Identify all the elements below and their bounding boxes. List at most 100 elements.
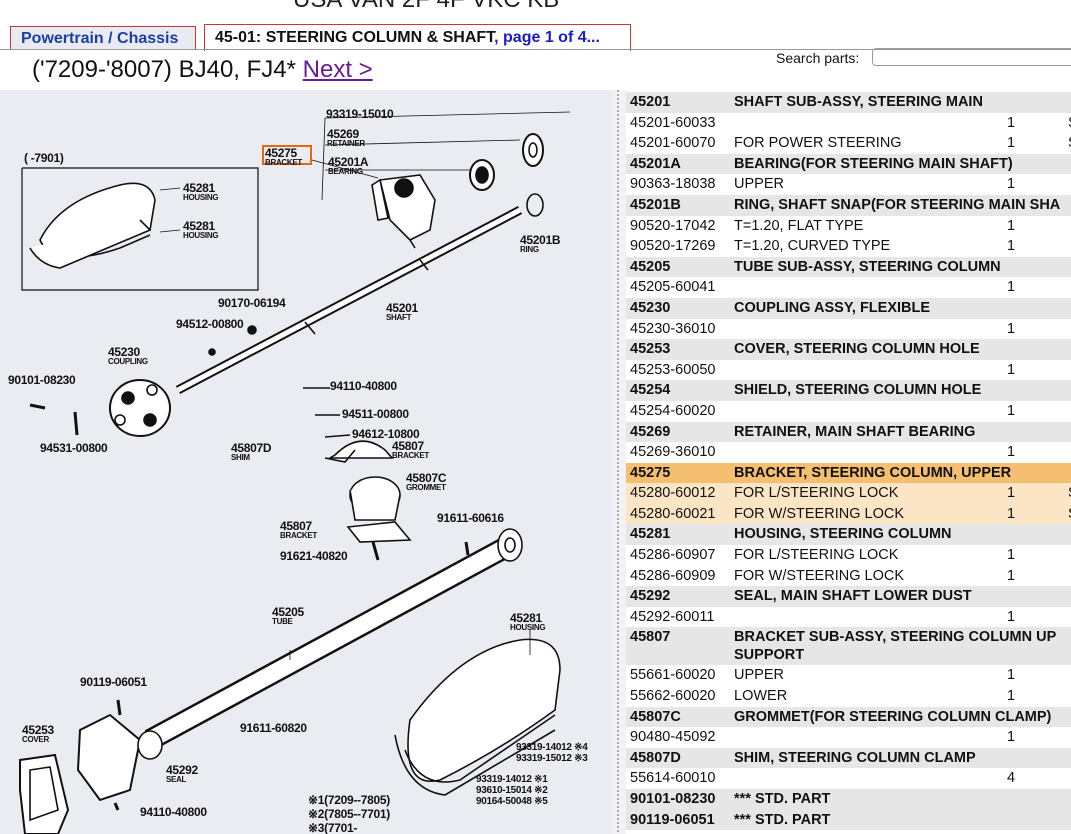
- label-name: BRACKET: [265, 158, 303, 167]
- diagram-label[interactable]: 90101-08230: [8, 374, 76, 386]
- label-number: 45281: [510, 611, 542, 625]
- part-number: 90119-06051: [630, 811, 715, 828]
- part-item-row[interactable]: 45201-600331S: [626, 112, 1071, 134]
- page-header-title: USA VAN 2F 4F VKC KB: [293, 0, 559, 14]
- tab-bar: Powertrain / Chassis 45-01: STEERING COL…: [0, 22, 1071, 66]
- diagram-label[interactable]: 94110-40800: [330, 380, 397, 392]
- tab-page-indicator[interactable]: , page 1 of 4...: [494, 29, 600, 46]
- highlight-box-45275: [262, 145, 312, 165]
- diagram-label[interactable]: 94531-00800: [40, 442, 108, 454]
- diagram-label[interactable]: 94511-00800: [342, 408, 409, 420]
- divider-grip: [617, 90, 619, 834]
- part-flag: S: [1068, 135, 1071, 151]
- pane-divider[interactable]: [612, 90, 626, 834]
- part-number: 45292: [630, 588, 671, 605]
- part-number: 45253: [630, 341, 671, 358]
- part-number: 45205-60041: [630, 279, 716, 296]
- diagram-label[interactable]: 93610-15014 ※2: [476, 785, 548, 797]
- diagram-label[interactable]: 94512-00800: [176, 318, 244, 330]
- part-group-row[interactable]: 90101-08230*** STD. PART: [626, 789, 1071, 810]
- tab-powertrain-chassis[interactable]: Powertrain / Chassis: [10, 26, 196, 50]
- part-group-row[interactable]: 90119-06051*** STD. PART: [626, 809, 1071, 831]
- part-quantity: 4: [1007, 770, 1016, 787]
- part-number: 55662-60020: [630, 688, 716, 705]
- part-number: 45286-60909: [630, 567, 716, 584]
- diagram-label[interactable]: 93319-14012 ※4: [516, 742, 588, 754]
- diagram-label[interactable]: 93319-15010: [326, 108, 394, 120]
- diagram-label[interactable]: 91611-60820: [240, 722, 307, 734]
- diagram-label[interactable]: 91611-60616: [437, 512, 504, 524]
- diagram-label[interactable]: 90170-06194: [218, 297, 286, 309]
- diagram-label[interactable]: 94612-10800: [352, 428, 420, 440]
- diagram-label[interactable]: 93319-15012 ※3: [516, 753, 588, 765]
- part-flag: S: [1068, 506, 1071, 522]
- diagram-label[interactable]: 94110-40800: [140, 806, 207, 818]
- footnote-text: ※1(7209--7805): [308, 793, 390, 807]
- label-number: 45201B: [520, 233, 561, 247]
- diagram-label[interactable]: 90119-06051: [80, 676, 147, 688]
- search-input[interactable]: [872, 48, 1071, 66]
- next-page-link[interactable]: Next >: [302, 56, 373, 83]
- part-description: BEARING(FOR STEERING MAIN SHAFT): [734, 155, 1013, 172]
- label-number: 45230: [108, 345, 140, 359]
- part-number: 45280-60021: [630, 505, 716, 522]
- diagram-label[interactable]: 93319-14012 ※1: [476, 774, 548, 786]
- part-description: LOWER: [734, 688, 788, 705]
- diagram-label[interactable]: 91621-40820: [280, 550, 348, 562]
- part-quantity: 1: [1007, 667, 1016, 684]
- tab-steering-column-shaft[interactable]: 45-01: STEERING COLUMN & SHAFT, page 1 o…: [204, 24, 631, 51]
- label-name: SHIM: [231, 453, 250, 462]
- diagram-label[interactable]: 90164-50048 ※5: [476, 796, 548, 808]
